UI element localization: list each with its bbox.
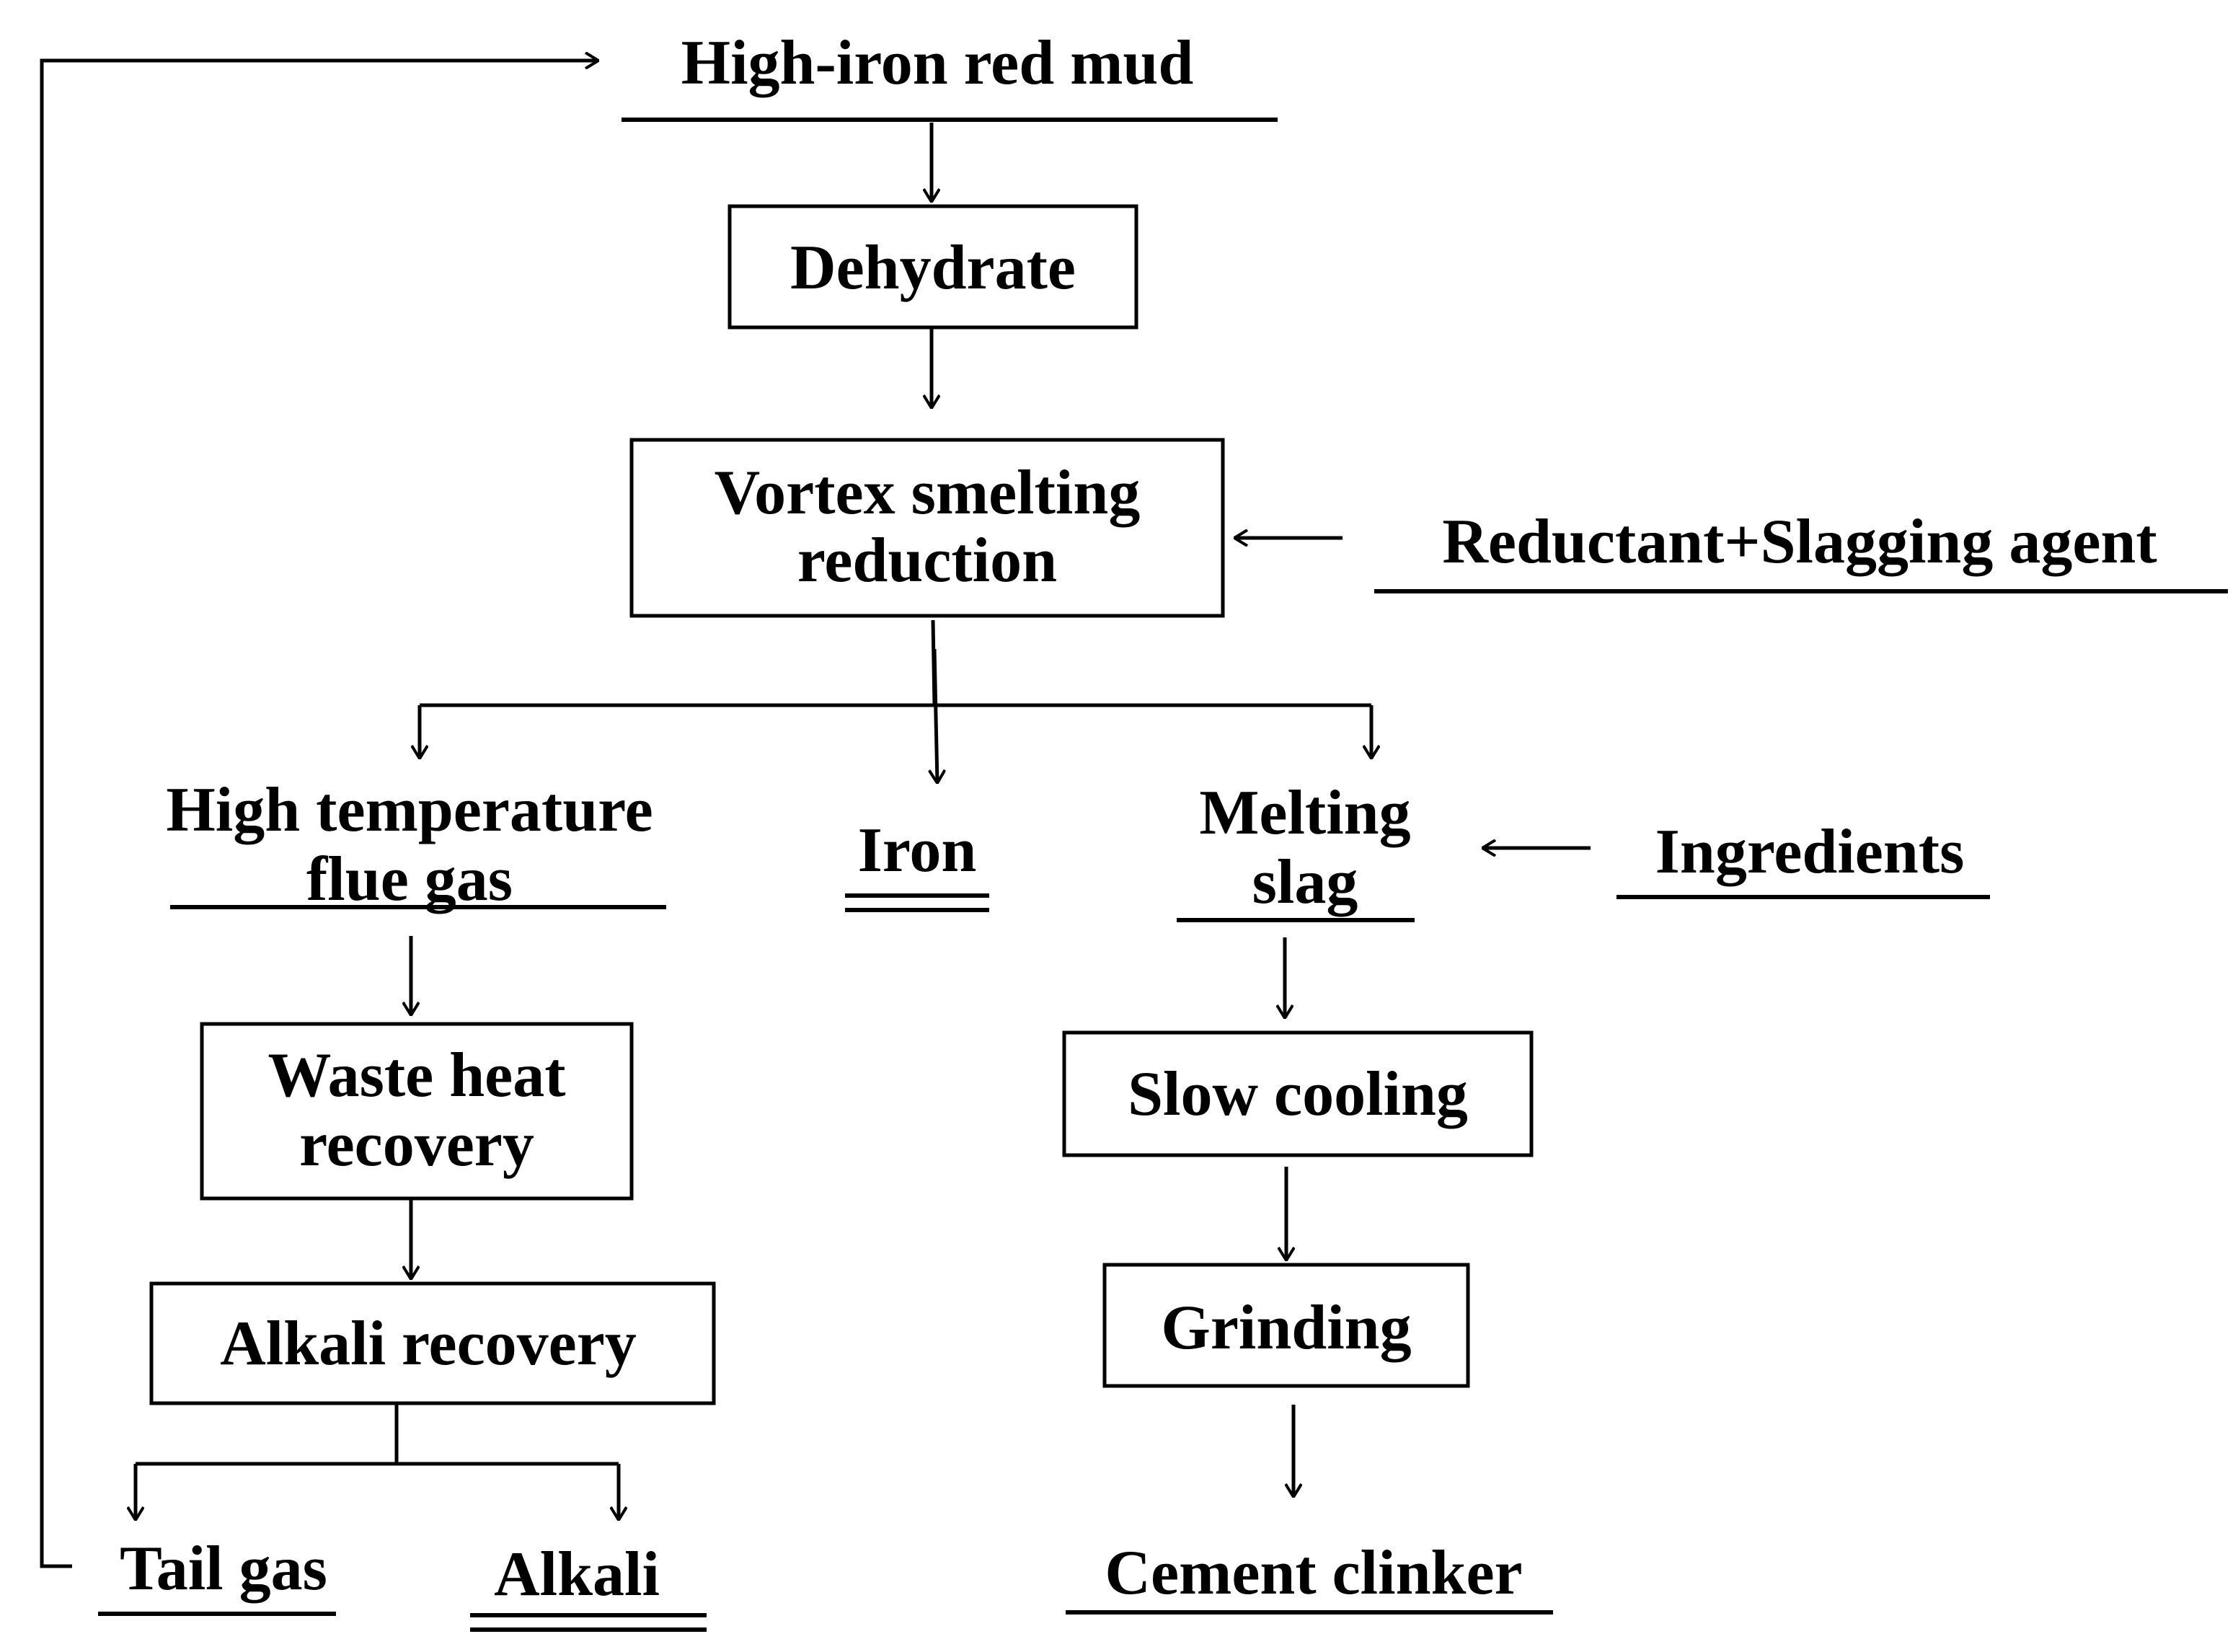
waste-heat-recovery-box — [200, 1022, 634, 1201]
melting-slag-label-line1: Melting — [1199, 778, 1410, 848]
alkali-label: Alkali — [494, 1540, 660, 1609]
slow-cooling-box — [1062, 1030, 1534, 1157]
waste-heat-label-line1: Waste heat — [267, 1041, 565, 1110]
vortex-smelting-label-line1: Vortex smelting — [715, 458, 1141, 528]
flue-gas-label-line1: High temperature — [166, 775, 653, 845]
vortex-smelting-box — [629, 438, 1225, 618]
iron-label: Iron — [858, 816, 977, 885]
melting-slag-label-line2: slag — [1252, 847, 1358, 917]
grinding-label: Grinding — [1161, 1293, 1411, 1363]
alkali-recovery-label: Alkali recovery — [220, 1309, 637, 1379]
flue-gas-label-line2: flue gas — [306, 844, 513, 914]
slow-cooling-label: Slow cooling — [1128, 1059, 1468, 1129]
alkali-recovery-box — [149, 1281, 716, 1405]
grinding-box — [1102, 1263, 1470, 1388]
arrow-to-iron — [934, 648, 937, 783]
vortex-smelting-label-line2: reduction — [797, 526, 1057, 596]
waste-heat-label-line2: recovery — [299, 1110, 534, 1180]
tail-gas-label: Tail gas — [120, 1534, 327, 1604]
cement-clinker-label: Cement clinker — [1105, 1538, 1522, 1608]
ingredients-label: Ingredients — [1655, 817, 1965, 887]
raw-material-label: High-iron red mud — [681, 28, 1194, 98]
dehydrate-label: Dehydrate — [790, 233, 1076, 303]
reductant-label: Reductant+Slagging agent — [1442, 507, 2157, 577]
dehydrate-box — [727, 204, 1138, 330]
recycle-loop-connector — [40, 61, 598, 1568]
